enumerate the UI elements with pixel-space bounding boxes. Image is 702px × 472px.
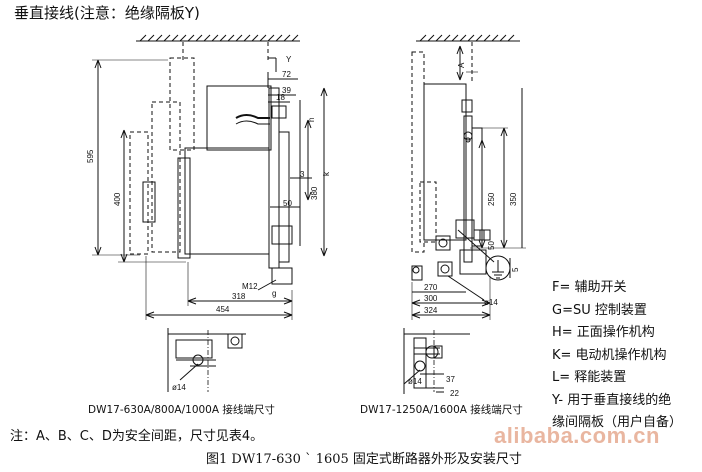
legend-item-y-cont: 缘间隔板（用户自备） (552, 415, 683, 430)
figure-title: 图1 DW17-630 ` 1605 固定式断路器外形及安装尺寸 (206, 452, 522, 467)
dim-h: h (307, 118, 316, 122)
dim-380: 380 (310, 186, 319, 200)
caption-right: DW17-1250A/1600A 接线端尺寸 (360, 404, 523, 416)
dim-phi14-left: ø14 (172, 383, 186, 392)
note-text: 注：A、B、C、D为安全间距，尺寸见表4。 (10, 429, 264, 444)
dim-400: 400 (113, 192, 122, 206)
legend-item-k: K= 电动机操作机构 (552, 347, 667, 363)
dim-50-right: 50 (487, 241, 496, 250)
dim-350: 350 (509, 192, 518, 206)
left-breaker-body (184, 147, 270, 255)
dim-50-left: 50 (283, 199, 292, 208)
dim-m12: M12 (242, 282, 258, 291)
legend: F= 辅助开关 G=SU 控制装置 H= 正面操作机构 K= 电动机操作机构 L… (552, 277, 682, 435)
dim-595: 595 (86, 149, 95, 163)
dim-5: 5 (511, 267, 520, 272)
dim-300: 300 (424, 294, 438, 303)
dim-39: 39 (282, 86, 291, 95)
dim-37: 37 (446, 375, 455, 384)
dim-18: 18 (276, 93, 285, 102)
legend-item-h: H= 正面操作机构 (552, 325, 655, 340)
right-breaker-body (423, 83, 467, 241)
dim-3: 3 (300, 170, 305, 179)
dim-454: 454 (216, 305, 230, 314)
dim-318: 318 (232, 292, 246, 301)
dim-a: A (457, 62, 466, 68)
legend-item-f: F= 辅助开关 (552, 280, 627, 295)
legend-item-g: G=SU 控制装置 (552, 302, 647, 318)
dim-250: 250 (487, 192, 496, 206)
legend-item-y: Y- 用于垂直接线的绝 (552, 392, 672, 408)
dim-324: 324 (424, 306, 438, 315)
dim-y: Y (286, 55, 292, 64)
dim-phi14-right-b: ø14 (408, 377, 422, 386)
dim-72: 72 (282, 70, 291, 79)
caption-left: DW17-630A/800A/1000A 接线端尺寸 (88, 404, 275, 416)
dim-k: k (322, 171, 331, 176)
dim-270: 270 (424, 283, 438, 292)
left-ceiling-hatch (136, 34, 300, 42)
dim-g: g (272, 289, 276, 298)
dim-22: 22 (450, 389, 459, 398)
left-dashed-housing (169, 57, 195, 151)
right-ceiling-hatch (416, 34, 520, 42)
legend-item-l: L= 释能装置 (552, 370, 627, 385)
watermark: alibaba.com.cn (494, 423, 660, 448)
dim-phi14-right-a: ø14 (484, 298, 498, 307)
page-title: 垂直接线(注意：绝缘隔板Y) (14, 4, 200, 22)
